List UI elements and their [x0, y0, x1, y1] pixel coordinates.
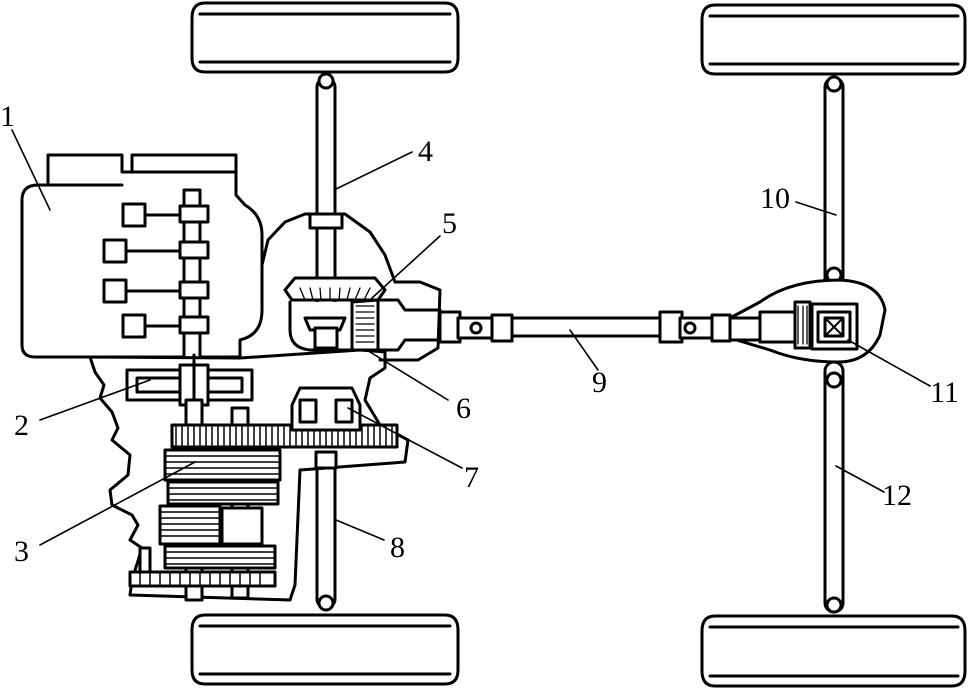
front-final-drive: [283, 212, 442, 352]
leader-lines: [11, 129, 931, 546]
label-2: 2: [14, 409, 29, 442]
label-9: 9: [592, 366, 607, 399]
label-6: 6: [456, 392, 471, 425]
engine: [20, 153, 264, 362]
front-half-shaft-upper: [315, 72, 337, 312]
label-7: 7: [464, 461, 479, 494]
rear-left-wheel: [700, 3, 967, 76]
callout-labels: 1 2 3 4 5 6 7 8 9 10 11 12: [0, 100, 959, 568]
label-11: 11: [930, 376, 959, 409]
label-8: 8: [390, 531, 405, 564]
rear-half-shaft-upper: [823, 75, 845, 310]
rear-half-shaft-lower: [823, 360, 845, 614]
label-3: 3: [14, 535, 29, 568]
label-1: 1: [0, 100, 15, 133]
label-4: 4: [418, 135, 433, 168]
label-12: 12: [882, 479, 912, 512]
cylinder-1: [121, 202, 210, 228]
rear-final-drive: [728, 278, 887, 364]
rear-right-wheel: [700, 614, 967, 688]
clutch: [125, 353, 254, 432]
front-left-wheel: [190, 1, 460, 74]
cylinder-4: [121, 313, 210, 339]
label-5: 5: [442, 207, 457, 240]
cylinder-2: [102, 238, 210, 264]
cylinder-3: [102, 278, 210, 304]
propeller-shaft: [438, 310, 732, 344]
front-right-wheel: [190, 613, 460, 686]
gearbox: [128, 386, 399, 602]
label-10: 10: [760, 182, 790, 215]
